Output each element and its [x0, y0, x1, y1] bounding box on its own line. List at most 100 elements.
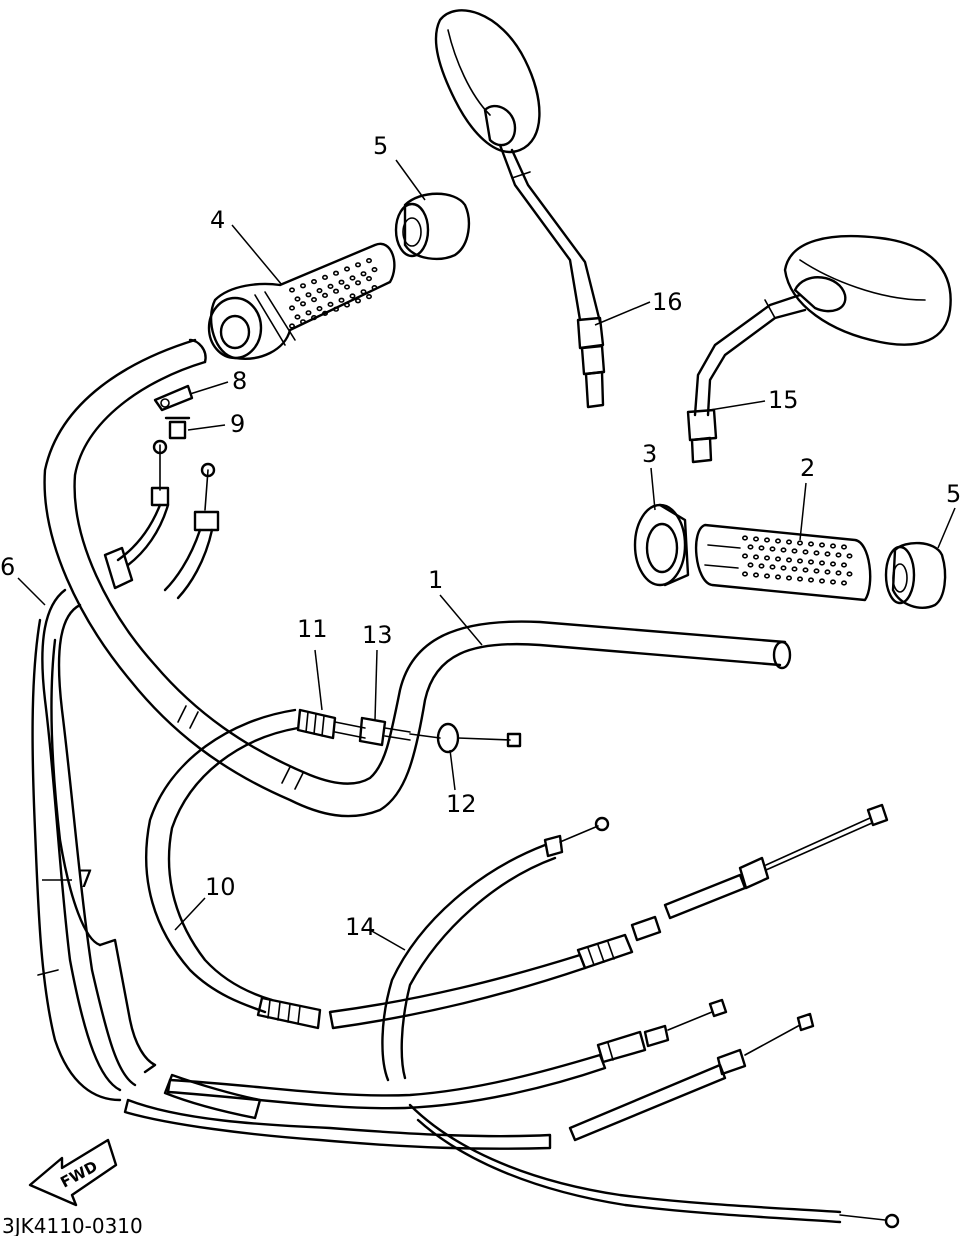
grip-texture-dot	[785, 575, 792, 581]
grip-texture-dot	[338, 297, 345, 303]
callout-6: 6	[0, 553, 15, 581]
grip-texture-dot	[774, 538, 781, 544]
grip-texture-dot	[829, 561, 836, 567]
callouts: 1 2 3 4 5 5 6 7 8 9 10 11 12 13 14 15 16	[0, 132, 961, 941]
grip-texture-dot	[310, 279, 317, 285]
grip-texture-dot	[769, 564, 776, 570]
grip-texture-dot	[294, 314, 301, 320]
grip-texture-dot	[807, 577, 814, 583]
grip-texture-dot	[796, 558, 803, 564]
grip-texture-dot	[343, 284, 350, 290]
grip-texture-dot	[807, 541, 814, 547]
grip-texture-dot	[332, 270, 339, 276]
callout-14: 14	[345, 913, 376, 941]
right-mirror	[686, 235, 952, 464]
grip-texture-dot	[807, 559, 814, 565]
grip-texture-dot	[835, 570, 842, 576]
grip-texture-dot	[288, 323, 295, 329]
left-grip	[207, 242, 396, 360]
switch-wires	[103, 439, 220, 600]
grip-texture-dot	[332, 306, 339, 312]
grip-texture-dot	[310, 297, 317, 303]
grip-texture-dot	[752, 554, 759, 560]
grip-texture-dot	[741, 553, 748, 559]
grip-texture-dot	[840, 544, 847, 550]
callout-5-left: 5	[373, 132, 388, 160]
grip-texture-dot	[763, 537, 770, 543]
cable-10	[144, 708, 889, 1030]
grip-texture-dot	[365, 294, 372, 300]
grip-dots-left	[288, 258, 378, 329]
cable-6	[37, 588, 137, 1092]
grip-end-cap-right	[884, 541, 947, 609]
grip-texture-dot	[824, 569, 831, 575]
callout-16: 16	[652, 288, 683, 316]
grip-texture-dot	[780, 547, 787, 553]
grip-texture-dot	[741, 535, 748, 541]
grip-texture-dot	[349, 275, 356, 281]
callout-3: 3	[642, 440, 657, 468]
leader-lines	[17, 159, 956, 951]
grip-texture-dot	[791, 548, 798, 554]
grip-texture-dot	[354, 262, 361, 268]
callout-13: 13	[362, 621, 393, 649]
grip-texture-dot	[846, 571, 853, 577]
grip-texture-dot	[818, 542, 825, 548]
grip-texture-dot	[288, 287, 295, 293]
grip-texture-dot	[758, 545, 765, 551]
fwd-arrow-icon: FWD	[28, 1138, 118, 1207]
grip-texture-dot	[338, 279, 345, 285]
callout-15: 15	[768, 386, 799, 414]
clamp-screw	[164, 416, 191, 440]
grip-texture-dot	[780, 565, 787, 571]
grip-texture-dot	[321, 292, 328, 299]
grip-texture-dot	[343, 302, 350, 308]
lower-cables	[166, 998, 900, 1229]
grip-texture-dot	[818, 578, 825, 584]
grip-texture-dot	[371, 285, 378, 291]
grip-texture-dot	[763, 573, 770, 579]
grip-texture-dot	[747, 562, 754, 568]
grip-texture-dot	[741, 571, 748, 577]
grip-texture-dot	[299, 301, 306, 307]
grip-texture-dot	[343, 266, 350, 272]
grip-texture-dot	[349, 293, 356, 299]
grip-texture-dot	[796, 540, 803, 546]
grip-texture-dot	[840, 562, 847, 568]
grip-texture-dot	[365, 258, 372, 264]
callout-9: 9	[230, 410, 245, 438]
grip-texture-dot	[763, 555, 770, 561]
grip-texture-dot	[288, 305, 295, 311]
grip-texture-dot	[365, 276, 372, 282]
callout-2: 2	[800, 454, 815, 482]
grip-texture-dot	[354, 280, 361, 286]
grip-texture-dot	[299, 283, 306, 289]
grip-texture-dot	[824, 551, 831, 557]
grip-texture-dot	[846, 553, 853, 559]
grip-texture-dot	[305, 292, 312, 298]
grip-texture-dot	[785, 557, 792, 563]
grip-texture-dot	[835, 552, 842, 558]
callout-11: 11	[297, 615, 328, 643]
grip-dots-right	[741, 535, 853, 586]
grip-texture-dot	[321, 310, 328, 317]
callout-4: 4	[210, 206, 225, 234]
callout-10: 10	[205, 873, 236, 901]
callout-5-right: 5	[946, 480, 961, 508]
cable-14	[381, 816, 610, 1082]
grip-texture-dot	[829, 579, 836, 585]
grip-texture-dot	[371, 267, 378, 273]
grip-texture-dot	[802, 549, 809, 555]
right-grip	[694, 523, 872, 602]
grip-texture-dot	[785, 539, 792, 545]
grip-texture-dot	[774, 574, 781, 580]
fwd-label: FWD	[57, 1157, 100, 1191]
grip-texture-dot	[752, 572, 759, 578]
grip-texture-dot	[327, 301, 334, 308]
callout-8: 8	[232, 367, 247, 395]
grip-texture-dot	[829, 543, 836, 549]
left-mirror	[434, 9, 606, 409]
grip-texture-dot	[774, 556, 781, 562]
grip-texture-dot	[747, 544, 754, 550]
